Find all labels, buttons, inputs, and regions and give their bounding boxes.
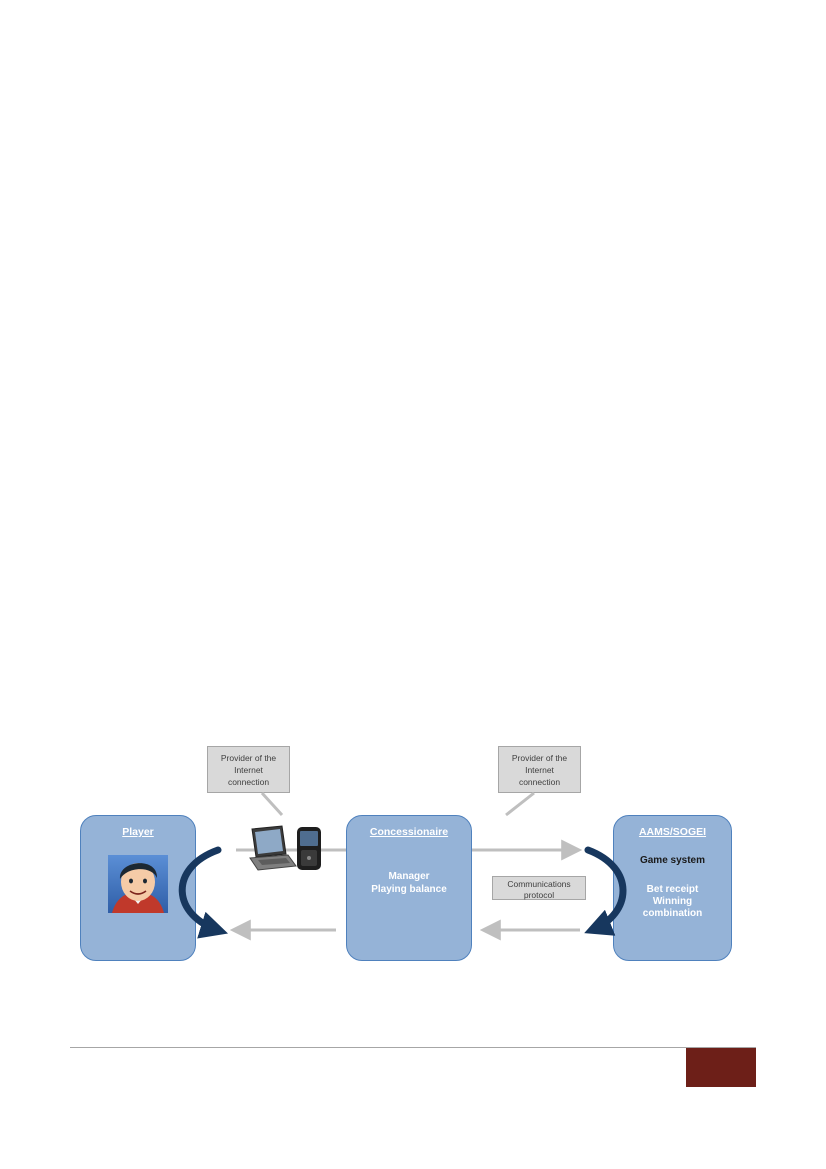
node-line-manager: Manager <box>388 871 430 882</box>
smartphone-icon <box>297 827 321 870</box>
protocol-line: protocol <box>523 890 555 900</box>
node-line-winning: Winning <box>652 896 693 907</box>
callout-provider-right: Provider of the Internet connection <box>498 746 581 793</box>
node-concessionaire: Concessionaire Manager Playing balance <box>346 815 472 961</box>
node-title-aams: AAMS/SOGEI <box>638 826 707 838</box>
callout-line: Internet <box>234 765 263 775</box>
footer-rule <box>70 1047 756 1048</box>
laptop-icon <box>249 825 297 871</box>
callout-line: connection <box>227 777 270 787</box>
callout-pointer-right <box>505 791 535 817</box>
curved-arrow-aams <box>584 846 627 936</box>
node-title-concessionaire: Concessionaire <box>369 826 449 838</box>
node-line-playing-balance: Playing balance <box>371 884 447 895</box>
node-aams-sogei: AAMS/SOGEI Game system Bet receipt Winni… <box>613 815 732 961</box>
node-line-bet-receipt: Bet receipt <box>646 884 699 895</box>
callout-pointer-left <box>260 791 284 817</box>
node-title-player: Player <box>122 826 154 838</box>
callout-provider-left: Provider of the Internet connection <box>207 746 290 793</box>
callout-line: Provider of the <box>511 753 568 763</box>
player-avatar-icon <box>108 855 168 913</box>
node-line-combination: combination <box>642 908 703 919</box>
callout-line: connection <box>518 777 561 787</box>
callout-line: Internet <box>525 765 554 775</box>
protocol-line: Communications <box>507 879 571 889</box>
protocol-label: Communications protocol <box>492 876 586 900</box>
node-subtitle-game-system: Game system <box>639 855 706 866</box>
callout-line: Provider of the <box>220 753 277 763</box>
page-number-tab <box>686 1048 756 1087</box>
curved-arrow-player <box>178 846 229 939</box>
